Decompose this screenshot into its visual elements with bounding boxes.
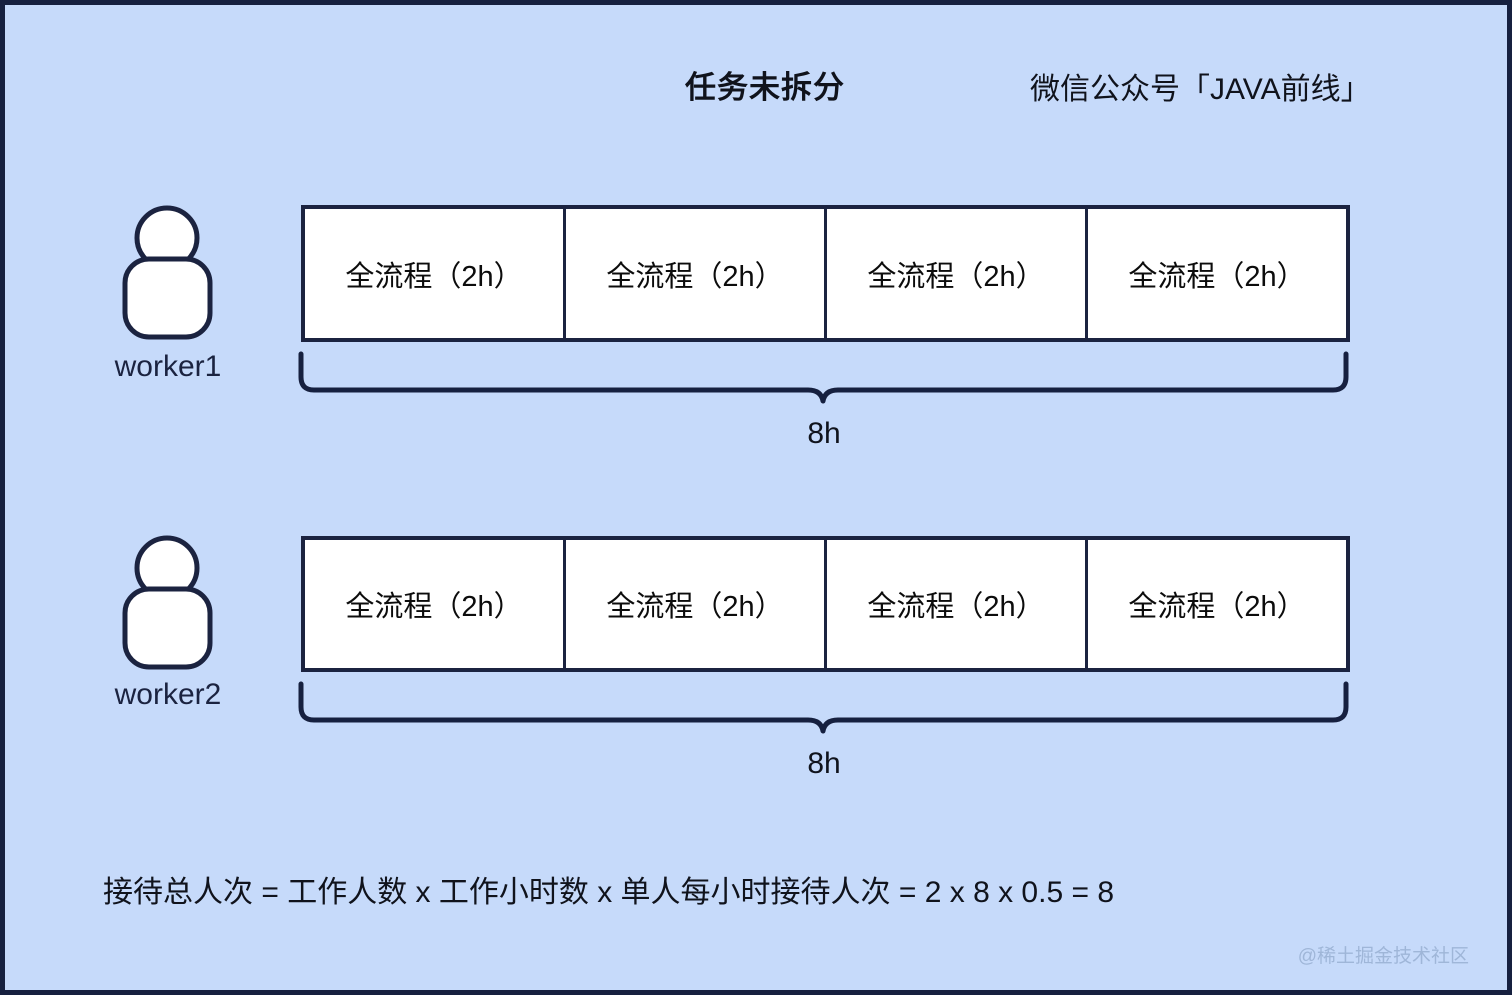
watermark: @稀土掘金技术社区 xyxy=(1297,946,1469,967)
task-cell: 全流程（2h） xyxy=(827,540,1088,668)
worker-label-1: worker1 xyxy=(114,350,222,383)
task-cell: 全流程（2h） xyxy=(305,209,566,338)
person-icon xyxy=(120,535,216,671)
duration-brace xyxy=(296,349,1356,414)
duration-label-1: 8h xyxy=(807,417,841,450)
task-cell: 全流程（2h） xyxy=(1128,591,1306,623)
task-cell: 全流程（2h） xyxy=(1128,260,1306,293)
worker-label-2: worker2 xyxy=(114,678,222,711)
task-row: 全流程（2h） 全流程（2h） 全流程（2h） 全流程（2h） xyxy=(301,205,1350,342)
duration-brace xyxy=(296,679,1356,744)
duration-label-2: 8h xyxy=(807,747,841,780)
task-cell: 全流程（2h） xyxy=(566,540,827,668)
formula-text: 接待总人次 = 工作人数 x 工作小时数 x 单人每小时接待人次 = 2 x 8… xyxy=(103,876,1115,909)
task-cell: 全流程（2h） xyxy=(566,209,827,338)
task-cell: 全流程（2h） xyxy=(305,540,566,668)
page-title: 任务未拆分 xyxy=(685,70,845,105)
source-attribution: 微信公众号「JAVA前线」 xyxy=(1030,73,1371,106)
task-cell: 全流程（2h） xyxy=(827,209,1088,338)
task-row: 全流程（2h） 全流程（2h） 全流程（2h） 全流程（2h） xyxy=(301,536,1350,672)
person-icon xyxy=(120,205,216,341)
